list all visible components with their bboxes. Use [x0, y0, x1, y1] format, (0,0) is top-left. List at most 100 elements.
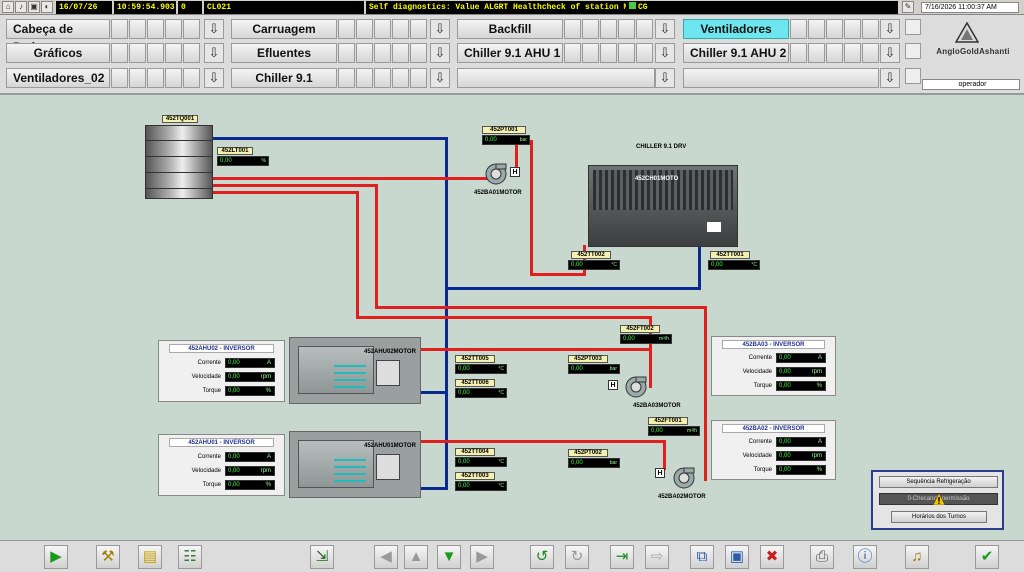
- save-icon[interactable]: ▣: [725, 545, 749, 569]
- chevron-down-icon[interactable]: ⇩: [655, 19, 675, 39]
- nav-slot[interactable]: [410, 68, 427, 88]
- ahu-02[interactable]: [289, 337, 421, 404]
- nav-slot[interactable]: [392, 68, 409, 88]
- nav-ventiladores-02[interactable]: Ventiladores_02: [6, 68, 110, 88]
- chevron-down-icon[interactable]: ⇩: [430, 19, 450, 39]
- nav-slot[interactable]: [600, 19, 617, 39]
- chevron-down-icon[interactable]: ⇩: [655, 68, 675, 88]
- nav-slot[interactable]: [147, 19, 164, 39]
- nav-slot[interactable]: [165, 43, 182, 63]
- checkbox[interactable]: [905, 43, 921, 59]
- nav-slot[interactable]: [129, 68, 146, 88]
- nav-slot[interactable]: [808, 43, 825, 63]
- ahu-01[interactable]: [289, 431, 421, 498]
- nav-slot[interactable]: [165, 19, 182, 39]
- nav-slot[interactable]: [129, 19, 146, 39]
- nav-slot[interactable]: [862, 19, 879, 39]
- chevron-down-icon[interactable]: ⇩: [204, 68, 224, 88]
- chiller-unit[interactable]: 452CH01MOTO: [588, 165, 738, 247]
- nav-slot[interactable]: [147, 68, 164, 88]
- nav-slot[interactable]: [338, 19, 355, 39]
- chevron-down-icon[interactable]: ⇩: [880, 43, 900, 63]
- export-icon[interactable]: ⇲: [310, 545, 334, 569]
- chevron-down-icon[interactable]: ⇩: [880, 68, 900, 88]
- nav-slot[interactable]: [129, 43, 146, 63]
- checkbox[interactable]: [905, 68, 921, 84]
- nav-carruagem[interactable]: Carruagem: [231, 19, 337, 39]
- nav-slot[interactable]: [111, 43, 128, 63]
- nav-slot[interactable]: [564, 19, 581, 39]
- nav-efluentes[interactable]: Efluentes: [231, 43, 337, 63]
- arrow-left-icon[interactable]: ◀: [374, 545, 398, 569]
- nav-slot[interactable]: [356, 68, 373, 88]
- undo-icon[interactable]: ↺: [530, 545, 554, 569]
- acknowledge-all-icon[interactable]: ✔: [975, 545, 999, 569]
- arrow-up-icon[interactable]: ▲: [404, 545, 428, 569]
- list-icon[interactable]: ☷: [178, 545, 202, 569]
- sequence-refrigeration-button[interactable]: Sequência Refrigeração: [879, 476, 998, 488]
- print-icon[interactable]: ⎙: [810, 545, 834, 569]
- nav-slot[interactable]: [392, 43, 409, 63]
- nav-slot[interactable]: [410, 43, 427, 63]
- nav-slot[interactable]: [844, 19, 861, 39]
- checkbox[interactable]: [905, 19, 921, 35]
- nav-slot[interactable]: [636, 19, 653, 39]
- bell-icon[interactable]: ♪: [15, 1, 27, 13]
- water-tank[interactable]: [145, 125, 213, 199]
- arrow-right-icon[interactable]: ▶: [470, 545, 494, 569]
- nav-slot[interactable]: [862, 43, 879, 63]
- nav-slot[interactable]: [826, 19, 843, 39]
- nav-slot[interactable]: [636, 43, 653, 63]
- delete-icon[interactable]: ✖: [760, 545, 784, 569]
- nav-slot[interactable]: [183, 68, 200, 88]
- nav-slot[interactable]: [410, 19, 427, 39]
- chevron-down-icon[interactable]: ⇩: [430, 68, 450, 88]
- nav-slot[interactable]: [582, 19, 599, 39]
- nav-slot[interactable]: [147, 43, 164, 63]
- nav-slot[interactable]: [374, 43, 391, 63]
- nav-slot[interactable]: [618, 43, 635, 63]
- nav-slot[interactable]: [392, 19, 409, 39]
- nav-slot[interactable]: [790, 43, 807, 63]
- chevron-down-icon[interactable]: ⇩: [430, 43, 450, 63]
- nav-slot[interactable]: [111, 68, 128, 88]
- nav-slot[interactable]: [356, 43, 373, 63]
- nav-slot[interactable]: [618, 19, 635, 39]
- pump-icon[interactable]: [672, 466, 696, 490]
- nav-slot[interactable]: [582, 43, 599, 63]
- arrow-down-icon[interactable]: ▼: [437, 545, 461, 569]
- nav-chiller-ahu1[interactable]: Chiller 9.1 AHU 1: [457, 43, 563, 63]
- chevron-down-icon[interactable]: ⇩: [655, 43, 675, 63]
- nav-slot[interactable]: [338, 43, 355, 63]
- chevron-down-icon[interactable]: ⇩: [204, 43, 224, 63]
- nav-slot[interactable]: [826, 43, 843, 63]
- nav-slot[interactable]: [790, 19, 807, 39]
- home-icon[interactable]: ⌂: [2, 1, 14, 13]
- folder-icon[interactable]: ▤: [138, 545, 162, 569]
- nav-slot[interactable]: [564, 43, 581, 63]
- nav-slot[interactable]: [338, 68, 355, 88]
- redo-icon[interactable]: ↻: [565, 545, 589, 569]
- nav-slot[interactable]: [808, 19, 825, 39]
- pump-icon[interactable]: [624, 375, 648, 399]
- nav-slot[interactable]: [183, 19, 200, 39]
- copy-icon[interactable]: ⧉: [690, 545, 714, 569]
- nav-slot[interactable]: [111, 19, 128, 39]
- nav-slot[interactable]: [844, 43, 861, 63]
- nav-empty[interactable]: [457, 68, 655, 88]
- nav-slot[interactable]: [374, 19, 391, 39]
- chevron-down-icon[interactable]: ⇩: [204, 19, 224, 39]
- nav-empty[interactable]: [683, 68, 879, 88]
- nav-backfill[interactable]: Backfill: [457, 19, 563, 39]
- shift-schedule-button[interactable]: Horários dos Turnos: [891, 511, 987, 523]
- lock-icon[interactable]: ▣: [28, 1, 40, 13]
- nav-graficos[interactable]: Gráficos: [6, 43, 110, 63]
- chevron-down-icon[interactable]: ⇩: [880, 19, 900, 39]
- nav-slot[interactable]: [183, 43, 200, 63]
- nav-cabeca-de-pedra[interactable]: Cabeça de Pedra: [6, 19, 110, 54]
- nav-slot[interactable]: [165, 68, 182, 88]
- pump-icon[interactable]: [484, 162, 508, 186]
- sound-icon[interactable]: ♫: [905, 545, 929, 569]
- nav-slot[interactable]: [374, 68, 391, 88]
- refresh-icon[interactable]: ◐: [41, 1, 53, 13]
